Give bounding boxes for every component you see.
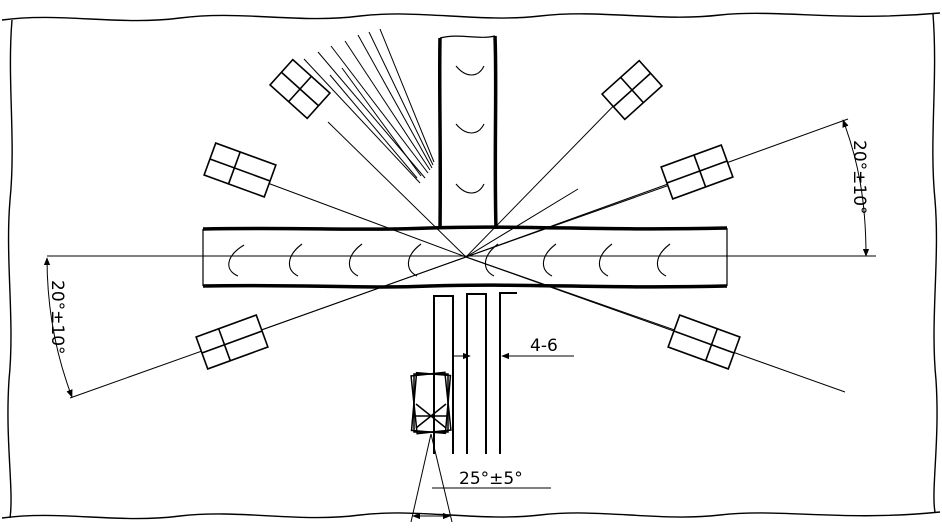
sensor-lower-right xyxy=(667,314,741,370)
bar-top-edge xyxy=(202,225,728,231)
vbar-top-end xyxy=(439,35,496,39)
right-break-line xyxy=(932,13,938,513)
plate-right xyxy=(499,292,517,454)
projection-lines xyxy=(69,90,849,399)
ray-upper-right-long xyxy=(465,118,849,258)
upper-right-angle-dimension xyxy=(842,119,870,257)
vbar-right-edge xyxy=(493,35,498,230)
gap-dimension-label: 4-6 xyxy=(530,336,558,356)
sensor-upper-right xyxy=(600,59,664,121)
sensor-upper-left xyxy=(268,58,332,120)
sensor-left xyxy=(203,142,277,198)
bar-ripple-marks xyxy=(228,243,671,277)
vertical-bar xyxy=(437,35,498,230)
ray-near-upper-right xyxy=(465,188,579,258)
spray-fan-lines xyxy=(303,28,435,184)
horizontal-bar xyxy=(202,225,728,289)
sheet-border xyxy=(1,12,941,520)
bar-bottom-edge xyxy=(202,283,728,289)
ray-lower-right-long xyxy=(465,256,846,393)
left-break-line xyxy=(7,19,13,519)
bottom-break-line xyxy=(1,511,941,520)
ray-left-box xyxy=(237,171,467,258)
sensor-lower-left xyxy=(195,314,269,370)
ray-lower-left-long xyxy=(69,256,467,399)
lower-left-angle-dimension xyxy=(43,257,73,398)
vbar-left-edge xyxy=(437,37,443,230)
sensor-right xyxy=(660,144,734,200)
top-break-line xyxy=(1,12,941,22)
plate-middle xyxy=(466,293,487,454)
plate-left xyxy=(433,295,454,454)
ray-upper-left-box xyxy=(327,121,467,258)
guide-plates xyxy=(433,292,517,454)
ray-upper-right-box xyxy=(465,90,629,258)
upper-right-angle-label: 20°±10° xyxy=(849,140,869,215)
bottom-angle-dimension xyxy=(410,433,551,523)
vbar-ripple-marks xyxy=(455,65,485,194)
lower-left-angle-label: 20°±10° xyxy=(47,280,67,355)
bottom-angle-label: 25°±5° xyxy=(459,469,523,489)
sensor-bottom xyxy=(410,371,452,435)
